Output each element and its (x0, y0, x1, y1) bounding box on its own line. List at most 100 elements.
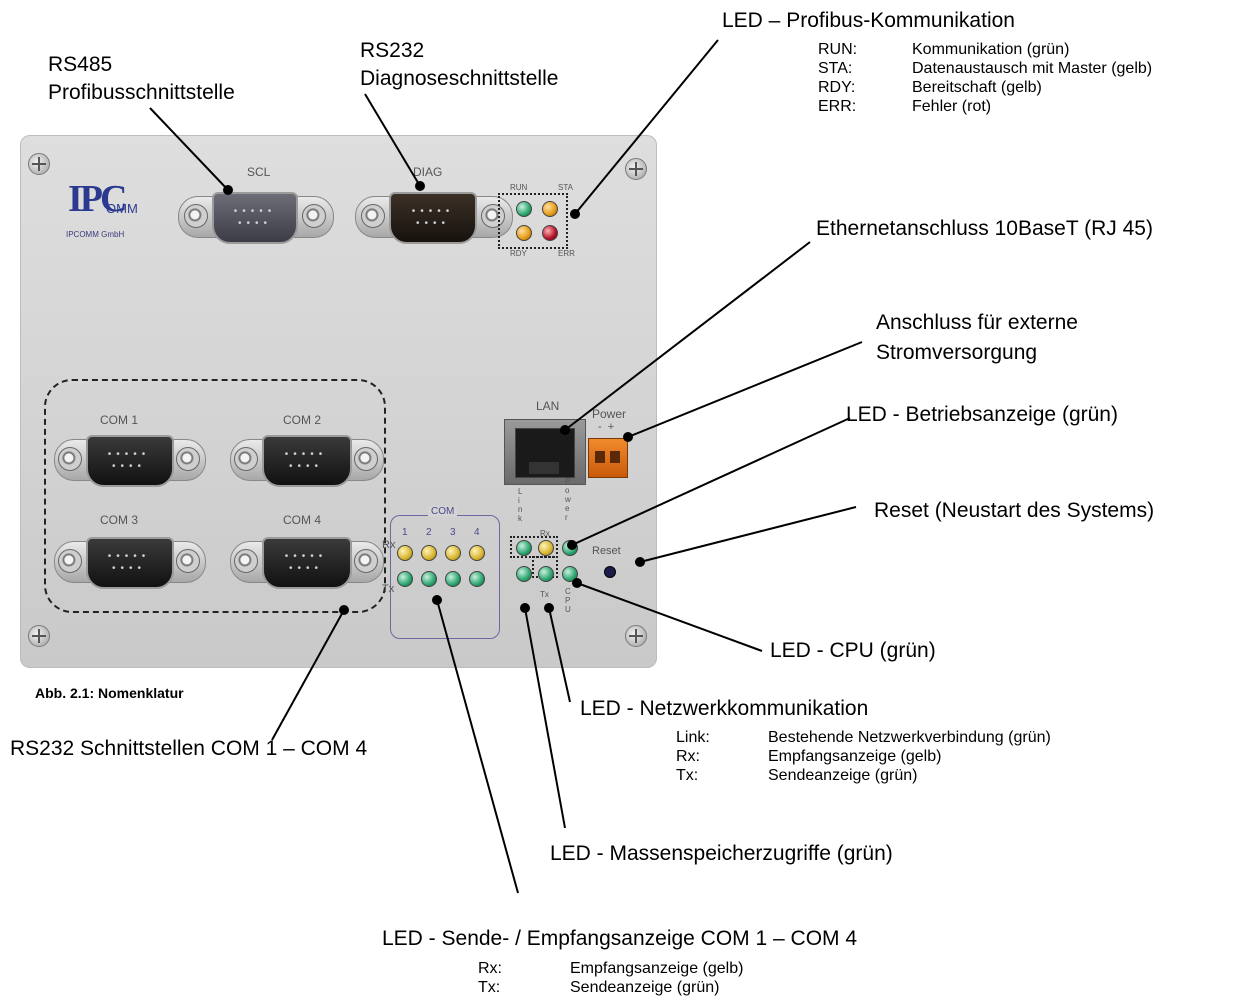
com-ports-group (44, 379, 386, 613)
reset-label: Reset (Neustart des Systems) (874, 499, 1155, 522)
led-massenspeicher (516, 566, 532, 582)
rs232diag-label-line1: RS232 (360, 39, 425, 62)
legend-desc: Sendeanzeige (grün) (570, 979, 720, 996)
com-tx-label: Tx (382, 583, 395, 595)
power-supply-label-line2: Stromversorgung (876, 341, 1038, 364)
leader-ethernet (564, 241, 811, 431)
leader-cpu (576, 582, 763, 652)
reset-button[interactable] (604, 566, 616, 578)
screw-icon (28, 625, 50, 647)
netz-label: LED - Netzwerkkommunikation (580, 697, 869, 720)
com1-connector[interactable]: ••••••••• (54, 435, 206, 487)
led-netz-rx (538, 540, 554, 556)
legend-desc: Kommunikation (grün) (912, 41, 1070, 58)
leader-betrieb (571, 417, 851, 546)
led-netz-tx (538, 566, 554, 582)
legend-key: RDY: (818, 79, 856, 96)
com2-rx-led (421, 545, 437, 561)
led-cpu (562, 566, 578, 582)
leader-massen (524, 607, 566, 829)
legend-key: STA: (818, 60, 853, 77)
legend-desc: Sendeanzeige (grün) (768, 767, 918, 784)
cpu-label: LED - CPU (grün) (770, 639, 936, 662)
com2-label: COM 2 (283, 413, 322, 427)
led-link (516, 540, 532, 556)
power-led-label: Power (565, 477, 571, 522)
com-n4: 4 (474, 527, 480, 538)
com2-connector[interactable]: ••••••••• (230, 435, 384, 487)
com1-label: COM 1 (100, 413, 139, 427)
led-run-label: RUN (510, 183, 528, 192)
power-connector[interactable] (588, 438, 628, 478)
scl-connector[interactable]: ••••• •••• (178, 192, 334, 244)
legend-key: Link: (676, 729, 710, 746)
power-label: Power (592, 407, 627, 421)
com-group-label: COM (428, 506, 458, 517)
leader-dot (635, 557, 645, 567)
sende-label: LED - Sende- / Empfangsanzeige COM 1 – C… (382, 927, 858, 950)
leader-rs232diag (364, 93, 421, 187)
leader-dot (567, 540, 577, 550)
legend-desc: Bestehende Netzwerkverbindung (grün) (768, 729, 1051, 746)
com1-tx-led (397, 571, 413, 587)
power-supply-label-line1: Anschluss für externe (876, 311, 1078, 334)
legend-desc: Bereitschaft (gelb) (912, 79, 1042, 96)
legend-desc: Empfangsanzeige (gelb) (768, 748, 942, 765)
led-run (516, 201, 532, 217)
scl-label: SCL (247, 165, 271, 179)
leader-com (271, 609, 345, 741)
screw-icon (28, 153, 50, 175)
cpu-led-label: CPU (565, 587, 571, 614)
screw-icon (625, 625, 647, 647)
leader-power (627, 341, 863, 438)
legend-key: Rx: (676, 748, 700, 765)
lan-label: LAN (536, 399, 560, 413)
diag-label: DIAG (413, 165, 443, 179)
logo-company: IPCOMM GmbH (66, 230, 125, 239)
legend-key: ERR: (818, 98, 857, 115)
leader-dot (572, 578, 582, 588)
netz-tx-label: Tx (540, 590, 549, 599)
legend-desc: Datenaustausch mit Master (gelb) (912, 60, 1153, 77)
com4-label: COM 4 (283, 513, 322, 527)
diag-connector[interactable]: ••••• •••• (355, 192, 513, 244)
leader-dot (520, 603, 530, 613)
legend-desc: Fehler (rot) (912, 98, 992, 115)
led-rdy-label: RDY (510, 249, 527, 258)
logo-sub: OMM (106, 201, 138, 216)
leader-dot (570, 209, 580, 219)
netz-rx-label: Rx (540, 529, 550, 538)
profibus-label: LED – Profibus-Kommunikation (722, 9, 1015, 32)
ipcomm-logo: IPC OMM (68, 177, 138, 227)
leader-dot (544, 603, 554, 613)
com4-rx-led (469, 545, 485, 561)
legend-desc: Empfangsanzeige (gelb) (570, 960, 744, 977)
leader-dot (415, 181, 425, 191)
massen-label: LED - Massenspeicherzugriffe (grün) (550, 842, 893, 865)
com3-connector[interactable]: ••••••••• (54, 537, 206, 589)
com4-tx-led (469, 571, 485, 587)
led-sta (542, 201, 558, 217)
link-label: Link (518, 487, 523, 523)
reset-device-label: Reset (592, 545, 621, 557)
power-polarity: - + (598, 421, 615, 433)
leader-sende (436, 599, 519, 894)
screw-icon (625, 158, 647, 180)
led-sta-label: STA (558, 183, 573, 192)
figure-caption: Abb. 2.1: Nomenklatur (35, 685, 184, 701)
betrieb-label: LED - Betriebsanzeige (grün) (846, 403, 1118, 426)
leader-netz (548, 607, 571, 703)
com3-tx-led (445, 571, 461, 587)
legend-key: Tx: (676, 767, 699, 784)
com-n1: 1 (402, 527, 408, 538)
rs485-label-line1: RS485 (48, 53, 113, 76)
leader-dot (432, 595, 442, 605)
lan-port[interactable] (504, 419, 586, 485)
com-n2: 2 (426, 527, 432, 538)
com4-connector[interactable]: ••••••••• (230, 537, 384, 589)
legend-key: RUN: (818, 41, 858, 58)
legend-key: Tx: (478, 979, 501, 996)
leader-dot (623, 432, 633, 442)
leader-reset (639, 506, 857, 563)
